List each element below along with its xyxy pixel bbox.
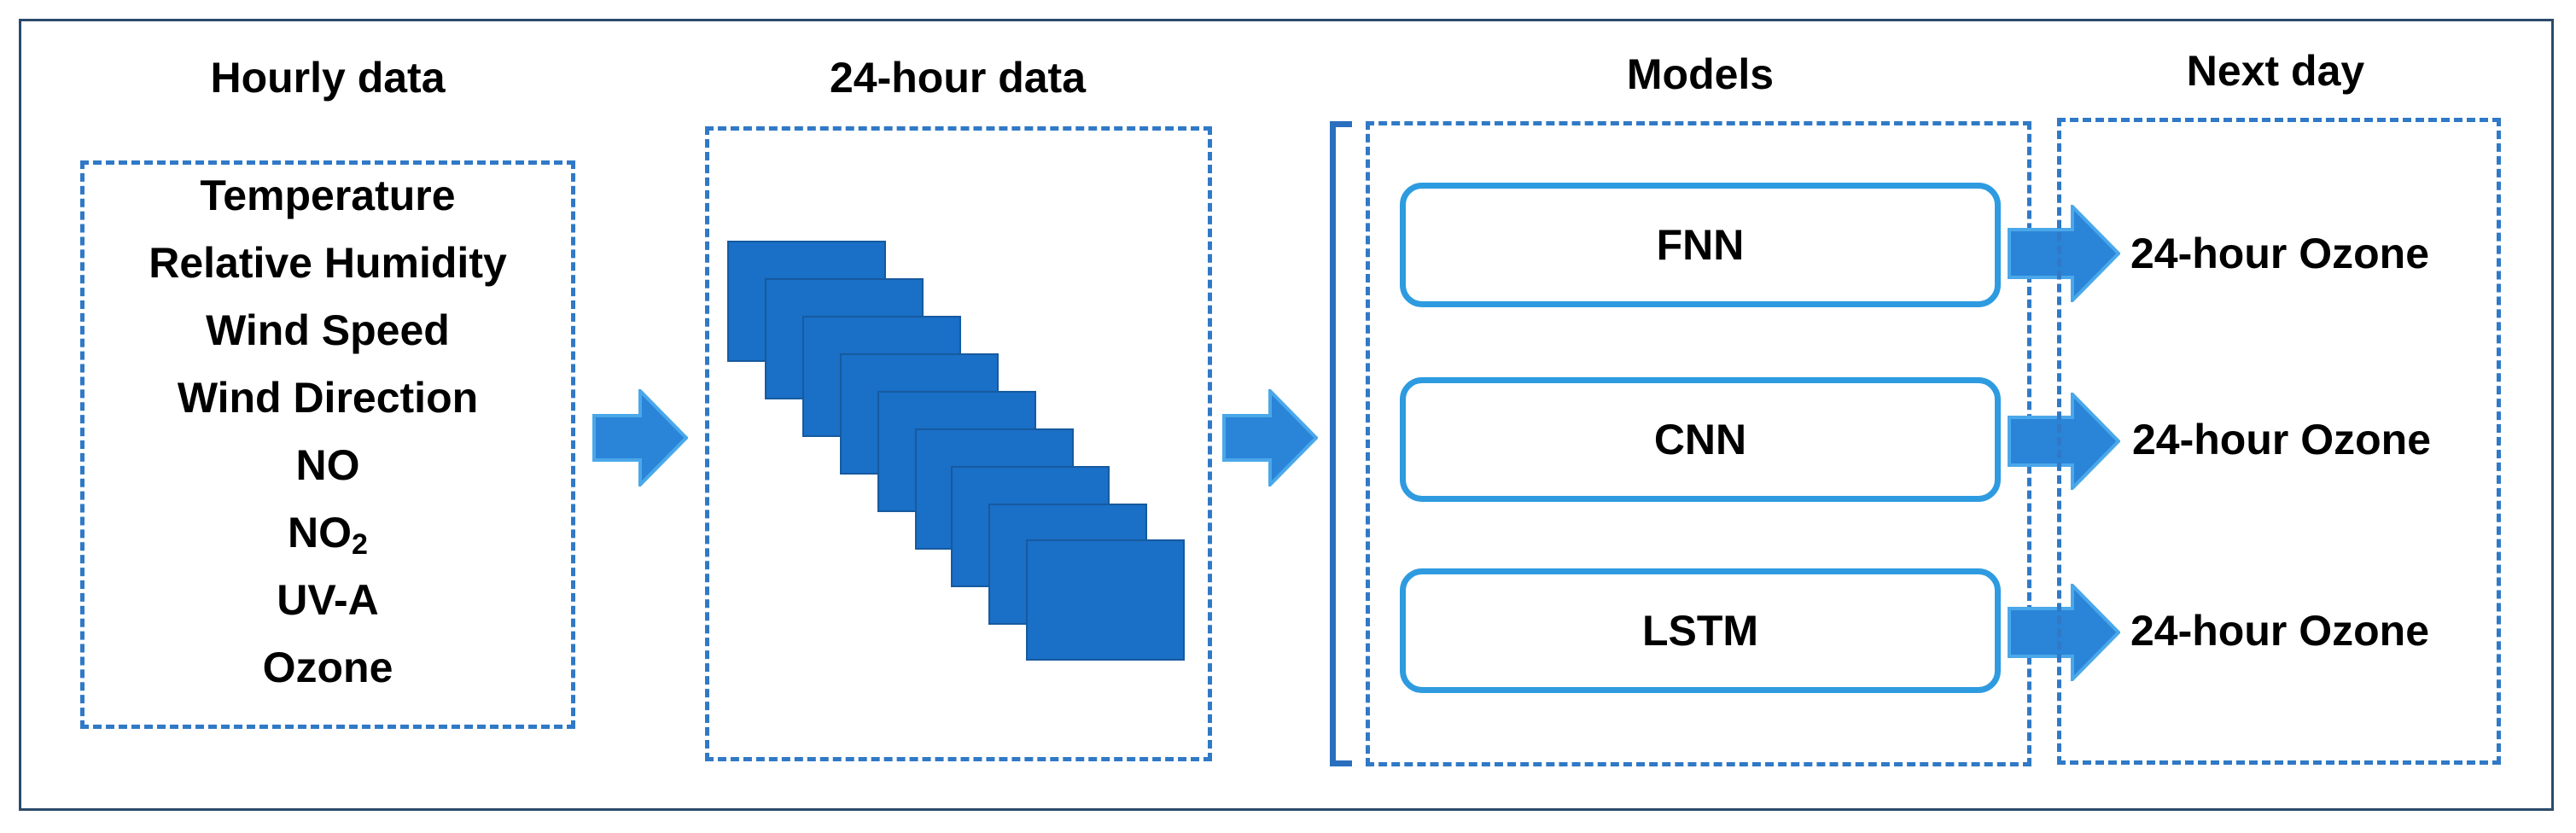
- arrow-right-icon: [592, 389, 688, 486]
- variable-uv-a: UV-A: [277, 576, 379, 624]
- arrow-right-icon: [1222, 389, 1318, 486]
- variable-relative-humidity: Relative Humidity: [149, 239, 507, 287]
- arrow-right-icon: [2008, 205, 2120, 302]
- heading-hourly-data: Hourly data: [210, 54, 446, 102]
- output-ozone-fnn: 24-hour Ozone: [2130, 230, 2430, 277]
- next-day-box: [2057, 118, 2501, 765]
- model-fnn: FNN: [1400, 183, 2001, 307]
- variable-wind-speed: Wind Speed: [206, 306, 450, 354]
- variable-no: NO: [295, 441, 360, 489]
- variable-ozone: Ozone: [262, 644, 393, 691]
- model-cnn: CNN: [1400, 377, 2001, 502]
- heading-next-day: Next day: [2186, 47, 2365, 95]
- hourly-data-box: [80, 160, 575, 729]
- hour-card: [1026, 539, 1185, 661]
- model-lstm: LSTM: [1400, 568, 2001, 693]
- figure-frame: [19, 19, 2554, 811]
- heading-models: Models: [1626, 50, 1775, 98]
- variable-wind-direction: Wind Direction: [177, 374, 479, 422]
- arrow-right-icon: [2008, 584, 2120, 681]
- models-bracket: [1330, 121, 1352, 766]
- output-ozone-cnn: 24-hour Ozone: [2132, 416, 2432, 463]
- variable-no2: NO2: [288, 509, 368, 561]
- arrow-right-icon: [2008, 393, 2120, 490]
- variable-temperature: Temperature: [200, 172, 456, 219]
- heading-24-hour-data: 24-hour data: [829, 54, 1087, 102]
- variable-list: Temperature Relative Humidity Wind Speed…: [80, 162, 575, 702]
- 24-hour-data-box: [705, 126, 1212, 761]
- output-ozone-lstm: 24-hour Ozone: [2130, 607, 2430, 655]
